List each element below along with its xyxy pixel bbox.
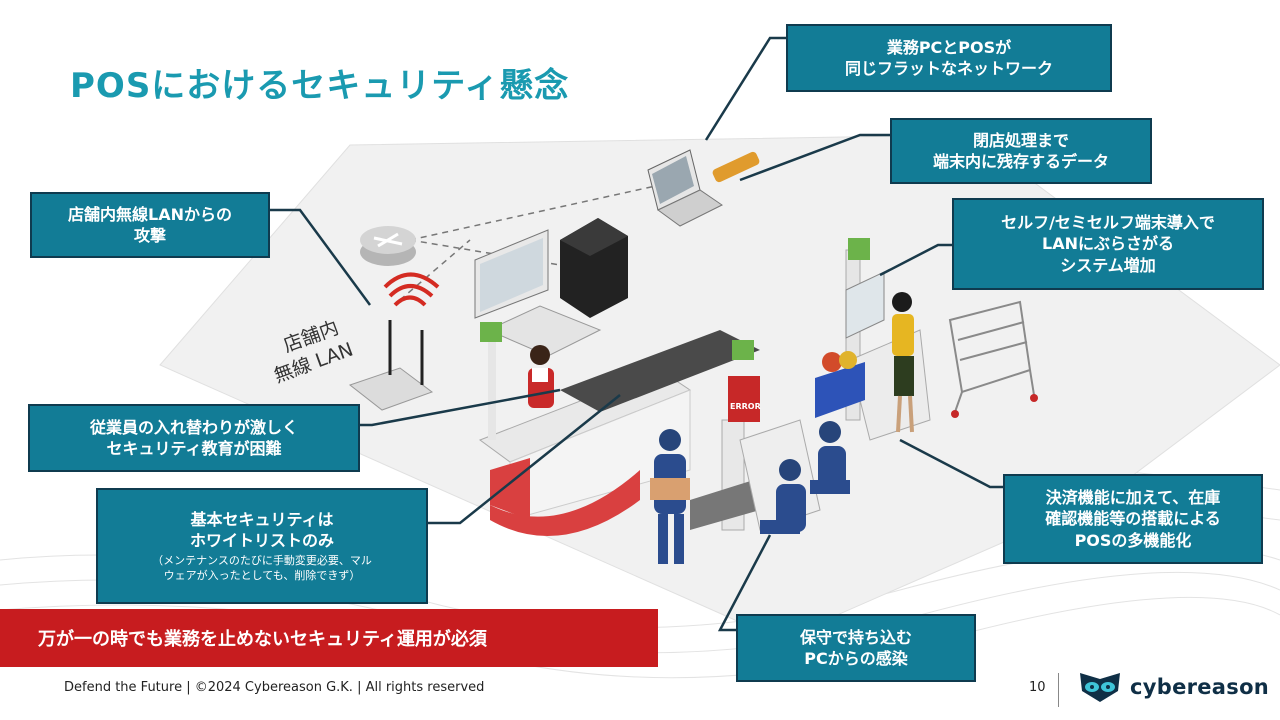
router (360, 226, 416, 266)
callout-line: 閉店処理まで (972, 130, 1069, 150)
callout-line: 業務PCとPOSが (886, 37, 1012, 57)
key-message-banner: 万が一の時でも業務を止めないセキュリティ運用が必須 (0, 609, 658, 667)
customer-figure (892, 292, 914, 433)
callout-line: 保守で持ち込む (799, 627, 912, 647)
cashier-figure (528, 345, 554, 408)
callout-line: 端末内に残存するデータ (932, 152, 1109, 171)
callout-flat-network: 業務PCとPOSが 同じフラットなネットワーク (786, 24, 1112, 92)
page-title: POSにおけるセキュリティ懸念 (70, 66, 570, 106)
callout-line: システム増加 (1060, 255, 1156, 275)
page-number: 10 (1029, 680, 1046, 695)
back-office-pc (474, 218, 628, 357)
callout-self-checkout: セルフ/セミセルフ端末導入で LANにぶらさがる システム増加 (952, 198, 1264, 290)
callout-line: 同じフラットなネットワーク (844, 59, 1053, 78)
callout-closing-data: 閉店処理まで 端末内に残存するデータ (890, 118, 1152, 184)
callout-note: （メンテナンスのたびに手動変更必要、マル ウェアが入ったとしても、削除できず） (152, 553, 372, 584)
callout-line: 従業員の入れ替わりが激しく (89, 417, 298, 437)
cybereason-logo: cybereason (1078, 671, 1269, 703)
footer-divider (1058, 673, 1059, 707)
callout-line: 店舗内無線LANからの (68, 204, 232, 224)
callout-line: ホワイトリストのみ (189, 530, 334, 550)
callout-note-line: （メンテナンスのたびに手動変更必要、マル (152, 553, 372, 567)
callout-note-line: ウェアが入ったとしても、削除できず） (163, 569, 361, 583)
callout-line: POSの多機能化 (1074, 530, 1192, 550)
callout-line: 決済機能に加えて、在庫 (1045, 488, 1221, 508)
laptop (647, 149, 723, 227)
shopping-cart (948, 300, 1038, 418)
wifi-access-point (348, 272, 440, 411)
callout-line: セキュリティ教育が困難 (106, 439, 282, 458)
callout-leader-lines (270, 36, 1003, 632)
technician-figures (650, 421, 850, 564)
callout-line: LANにぶらさがる (1042, 234, 1174, 254)
callout-staff-turnover: 従業員の入れ替わりが激しく セキュリティ教育が困難 (28, 404, 360, 472)
callout-wireless-attack: 店舗内無線LANからの 攻撃 (30, 192, 270, 258)
checkout-counter (478, 322, 760, 536)
logo-text: cybereason (1130, 675, 1270, 699)
callout-line: セルフ/セミセルフ端末導入で (1001, 213, 1215, 233)
callout-line: 基本セキュリティは (190, 509, 334, 529)
callout-line: 攻撃 (133, 226, 166, 245)
owl-logo-icon (1080, 673, 1120, 702)
error-sign: ERROR (730, 402, 761, 411)
callout-whitelist: 基本セキュリティは ホワイトリストのみ （メンテナンスのたびに手動変更必要、マル… (96, 488, 428, 604)
callout-multifunction: 決済機能に加えて、在庫 確認機能等の搭載による POSの多機能化 (1003, 474, 1263, 564)
callout-line: 確認機能等の搭載による (1045, 509, 1221, 529)
usb-drive (712, 151, 760, 183)
callout-line: PCからの感染 (804, 649, 908, 668)
callout-maintenance-pc: 保守で持ち込む PCからの感染 (736, 614, 976, 682)
footer-copyright: Defend the Future | ©2024 Cybereason G.K… (64, 680, 485, 695)
